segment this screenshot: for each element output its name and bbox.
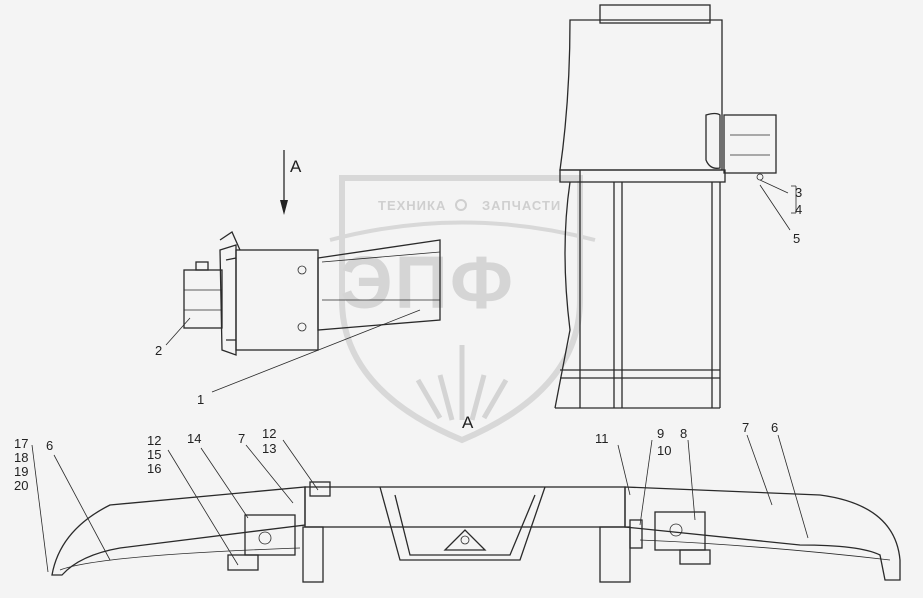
- watermark-logo: ЭПФ: [340, 241, 515, 324]
- view-arrow: [280, 150, 288, 215]
- callout-19: 19: [14, 464, 28, 479]
- callout-6-left: 6: [46, 438, 53, 453]
- callout-14: 14: [187, 431, 201, 446]
- callout-1: 1: [197, 392, 204, 407]
- wheat-icon: [415, 345, 509, 421]
- callout-7-left: 7: [238, 431, 245, 446]
- callout-2: 2: [155, 343, 162, 358]
- watermark-text-left: ТЕХНИКА: [378, 198, 446, 213]
- callout-13: 13: [262, 441, 276, 456]
- callout-16: 16: [147, 461, 161, 476]
- callout-10: 10: [657, 443, 671, 458]
- bracket-assembly: [183, 231, 441, 356]
- callout-18: 18: [14, 450, 28, 465]
- callout-7-right: 7: [742, 420, 749, 435]
- callout-3: 3: [795, 185, 802, 200]
- callout-9: 9: [657, 426, 664, 441]
- callout-17: 17: [14, 436, 28, 451]
- watermark-text-right: ЗАПЧАСТИ: [482, 198, 561, 213]
- view-label-bottom: A: [462, 413, 474, 432]
- callout-12-mid: 12: [262, 426, 276, 441]
- callout-15: 15: [147, 447, 161, 462]
- callout-11: 11: [595, 431, 609, 446]
- tank-body: [554, 4, 777, 409]
- gear-icon: [455, 199, 467, 211]
- callout-5: 5: [793, 231, 800, 246]
- leader-lines: [31, 179, 809, 573]
- callout-12-left: 12: [147, 433, 161, 448]
- callout-6-right: 6: [771, 420, 778, 435]
- watermark-shield: ТЕХНИКА ЗАПЧАСТИ ЭПФ: [329, 175, 596, 444]
- view-label-arrow: A: [290, 157, 302, 176]
- main-beam: [51, 481, 901, 583]
- callout-4: 4: [795, 202, 802, 217]
- callout-20: 20: [14, 478, 28, 493]
- callout-8: 8: [680, 426, 687, 441]
